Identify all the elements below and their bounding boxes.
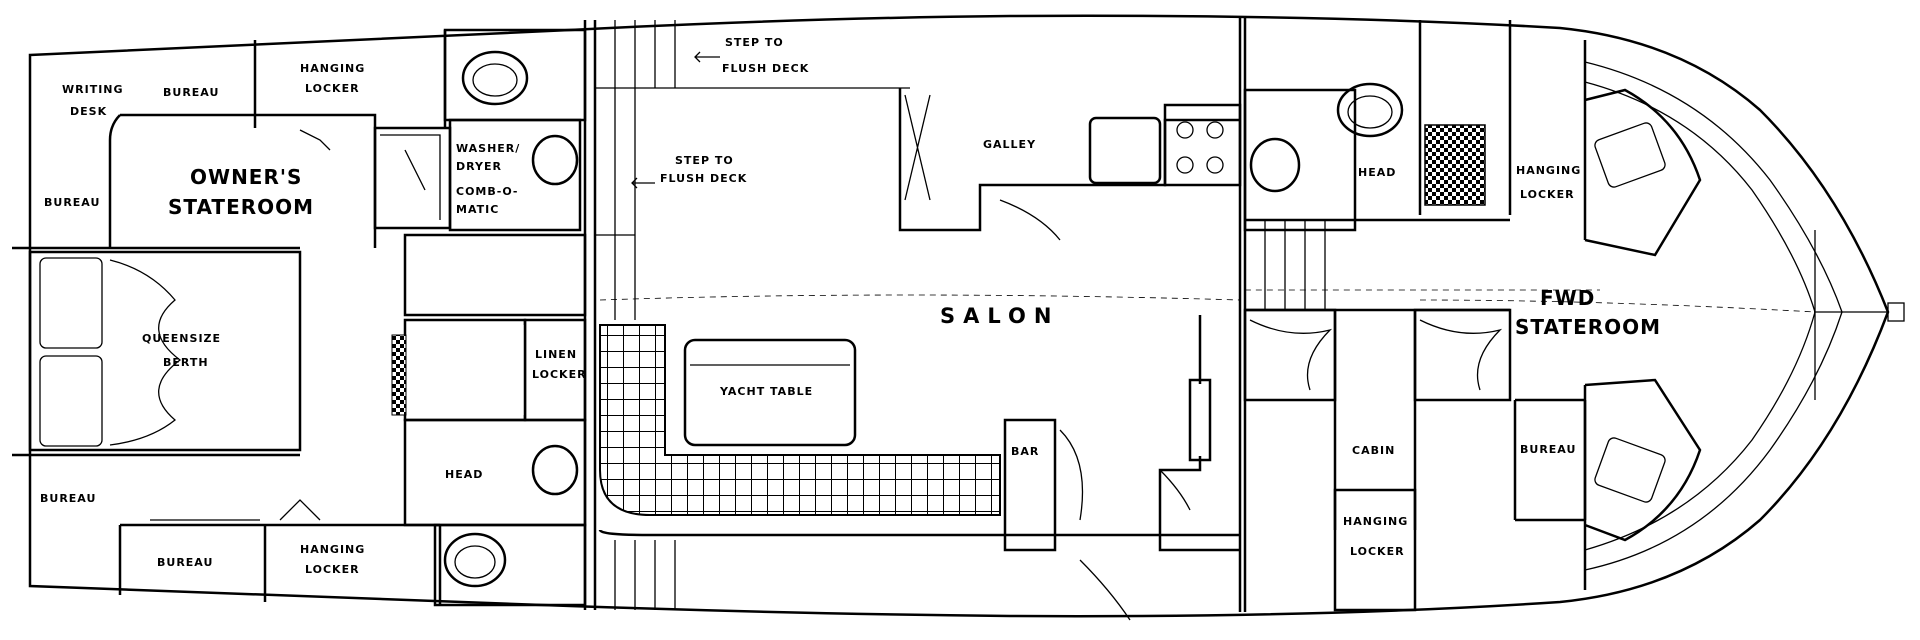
label-step-flush-deck-mid-1: STEP TO bbox=[675, 154, 734, 167]
label-hanging-locker-aft-top-2: LOCKER bbox=[305, 82, 360, 95]
label-washer-2: DRYER bbox=[456, 160, 502, 173]
label-hanging-locker-fwd-2: LOCKER bbox=[1520, 188, 1575, 201]
label-yacht-table: YACHT TABLE bbox=[719, 385, 813, 398]
label-bureau-fwd: BUREAU bbox=[1520, 443, 1576, 456]
label-hanging-locker-cabin-1: HANGING bbox=[1343, 515, 1408, 528]
label-owners-stateroom-2: STATEROOM bbox=[168, 195, 314, 219]
label-linen-locker-2: LOCKER bbox=[532, 368, 587, 381]
label-washer-1: WASHER/ bbox=[456, 142, 520, 155]
label-owners-stateroom-1: OWNER'S bbox=[190, 165, 302, 189]
salon-area bbox=[583, 18, 1247, 621]
label-queensize-berth-2: BERTH bbox=[163, 356, 209, 369]
label-bureau-top: BUREAU bbox=[163, 86, 219, 99]
label-head-aft: HEAD bbox=[445, 468, 483, 481]
label-fwd-stateroom-1: FWD bbox=[1540, 286, 1595, 310]
label-fwd-stateroom-2: STATEROOM bbox=[1515, 315, 1661, 339]
forward-area bbox=[1243, 20, 1587, 612]
label-bar: BAR bbox=[1011, 445, 1039, 458]
label-hanging-locker-fwd-1: HANGING bbox=[1516, 164, 1581, 177]
label-step-flush-deck-mid-2: FLUSH DECK bbox=[660, 172, 747, 185]
label-bureau-lower-left: BUREAU bbox=[40, 492, 96, 505]
label-salon: SALON bbox=[940, 304, 1059, 328]
step-arrows bbox=[631, 51, 720, 189]
hull-outline bbox=[28, 14, 1905, 618]
label-washer-3: COMB-O- bbox=[456, 185, 518, 198]
label-bureau-bottom: BUREAU bbox=[157, 556, 213, 569]
label-hanging-locker-aft-bottom-1: HANGING bbox=[300, 543, 365, 556]
label-hanging-locker-aft-bottom-2: LOCKER bbox=[305, 563, 360, 576]
label-head-fwd: HEAD bbox=[1358, 166, 1396, 179]
label-writing-desk-2: DESK bbox=[70, 105, 107, 118]
label-hanging-locker-aft-top-1: HANGING bbox=[300, 62, 365, 75]
label-linen-locker-1: LINEN bbox=[535, 348, 577, 361]
label-cabin: CABIN bbox=[1352, 444, 1395, 457]
fwd-stateroom-area bbox=[599, 40, 1816, 590]
room-labels: WRITING DESK BUREAU HANGING LOCKER OWNER… bbox=[40, 36, 1661, 576]
label-bureau-left: BUREAU bbox=[44, 196, 100, 209]
label-writing-desk-1: WRITING bbox=[62, 83, 124, 96]
label-step-flush-deck-top-1: STEP TO bbox=[725, 36, 784, 49]
label-step-flush-deck-top-2: FLUSH DECK bbox=[722, 62, 809, 75]
label-queensize-berth-1: QUEENSIZE bbox=[142, 332, 221, 345]
label-hanging-locker-cabin-2: LOCKER bbox=[1350, 545, 1405, 558]
label-galley: GALLEY bbox=[983, 138, 1036, 151]
aft-head-area bbox=[373, 28, 587, 607]
label-washer-4: MATIC bbox=[456, 203, 499, 216]
